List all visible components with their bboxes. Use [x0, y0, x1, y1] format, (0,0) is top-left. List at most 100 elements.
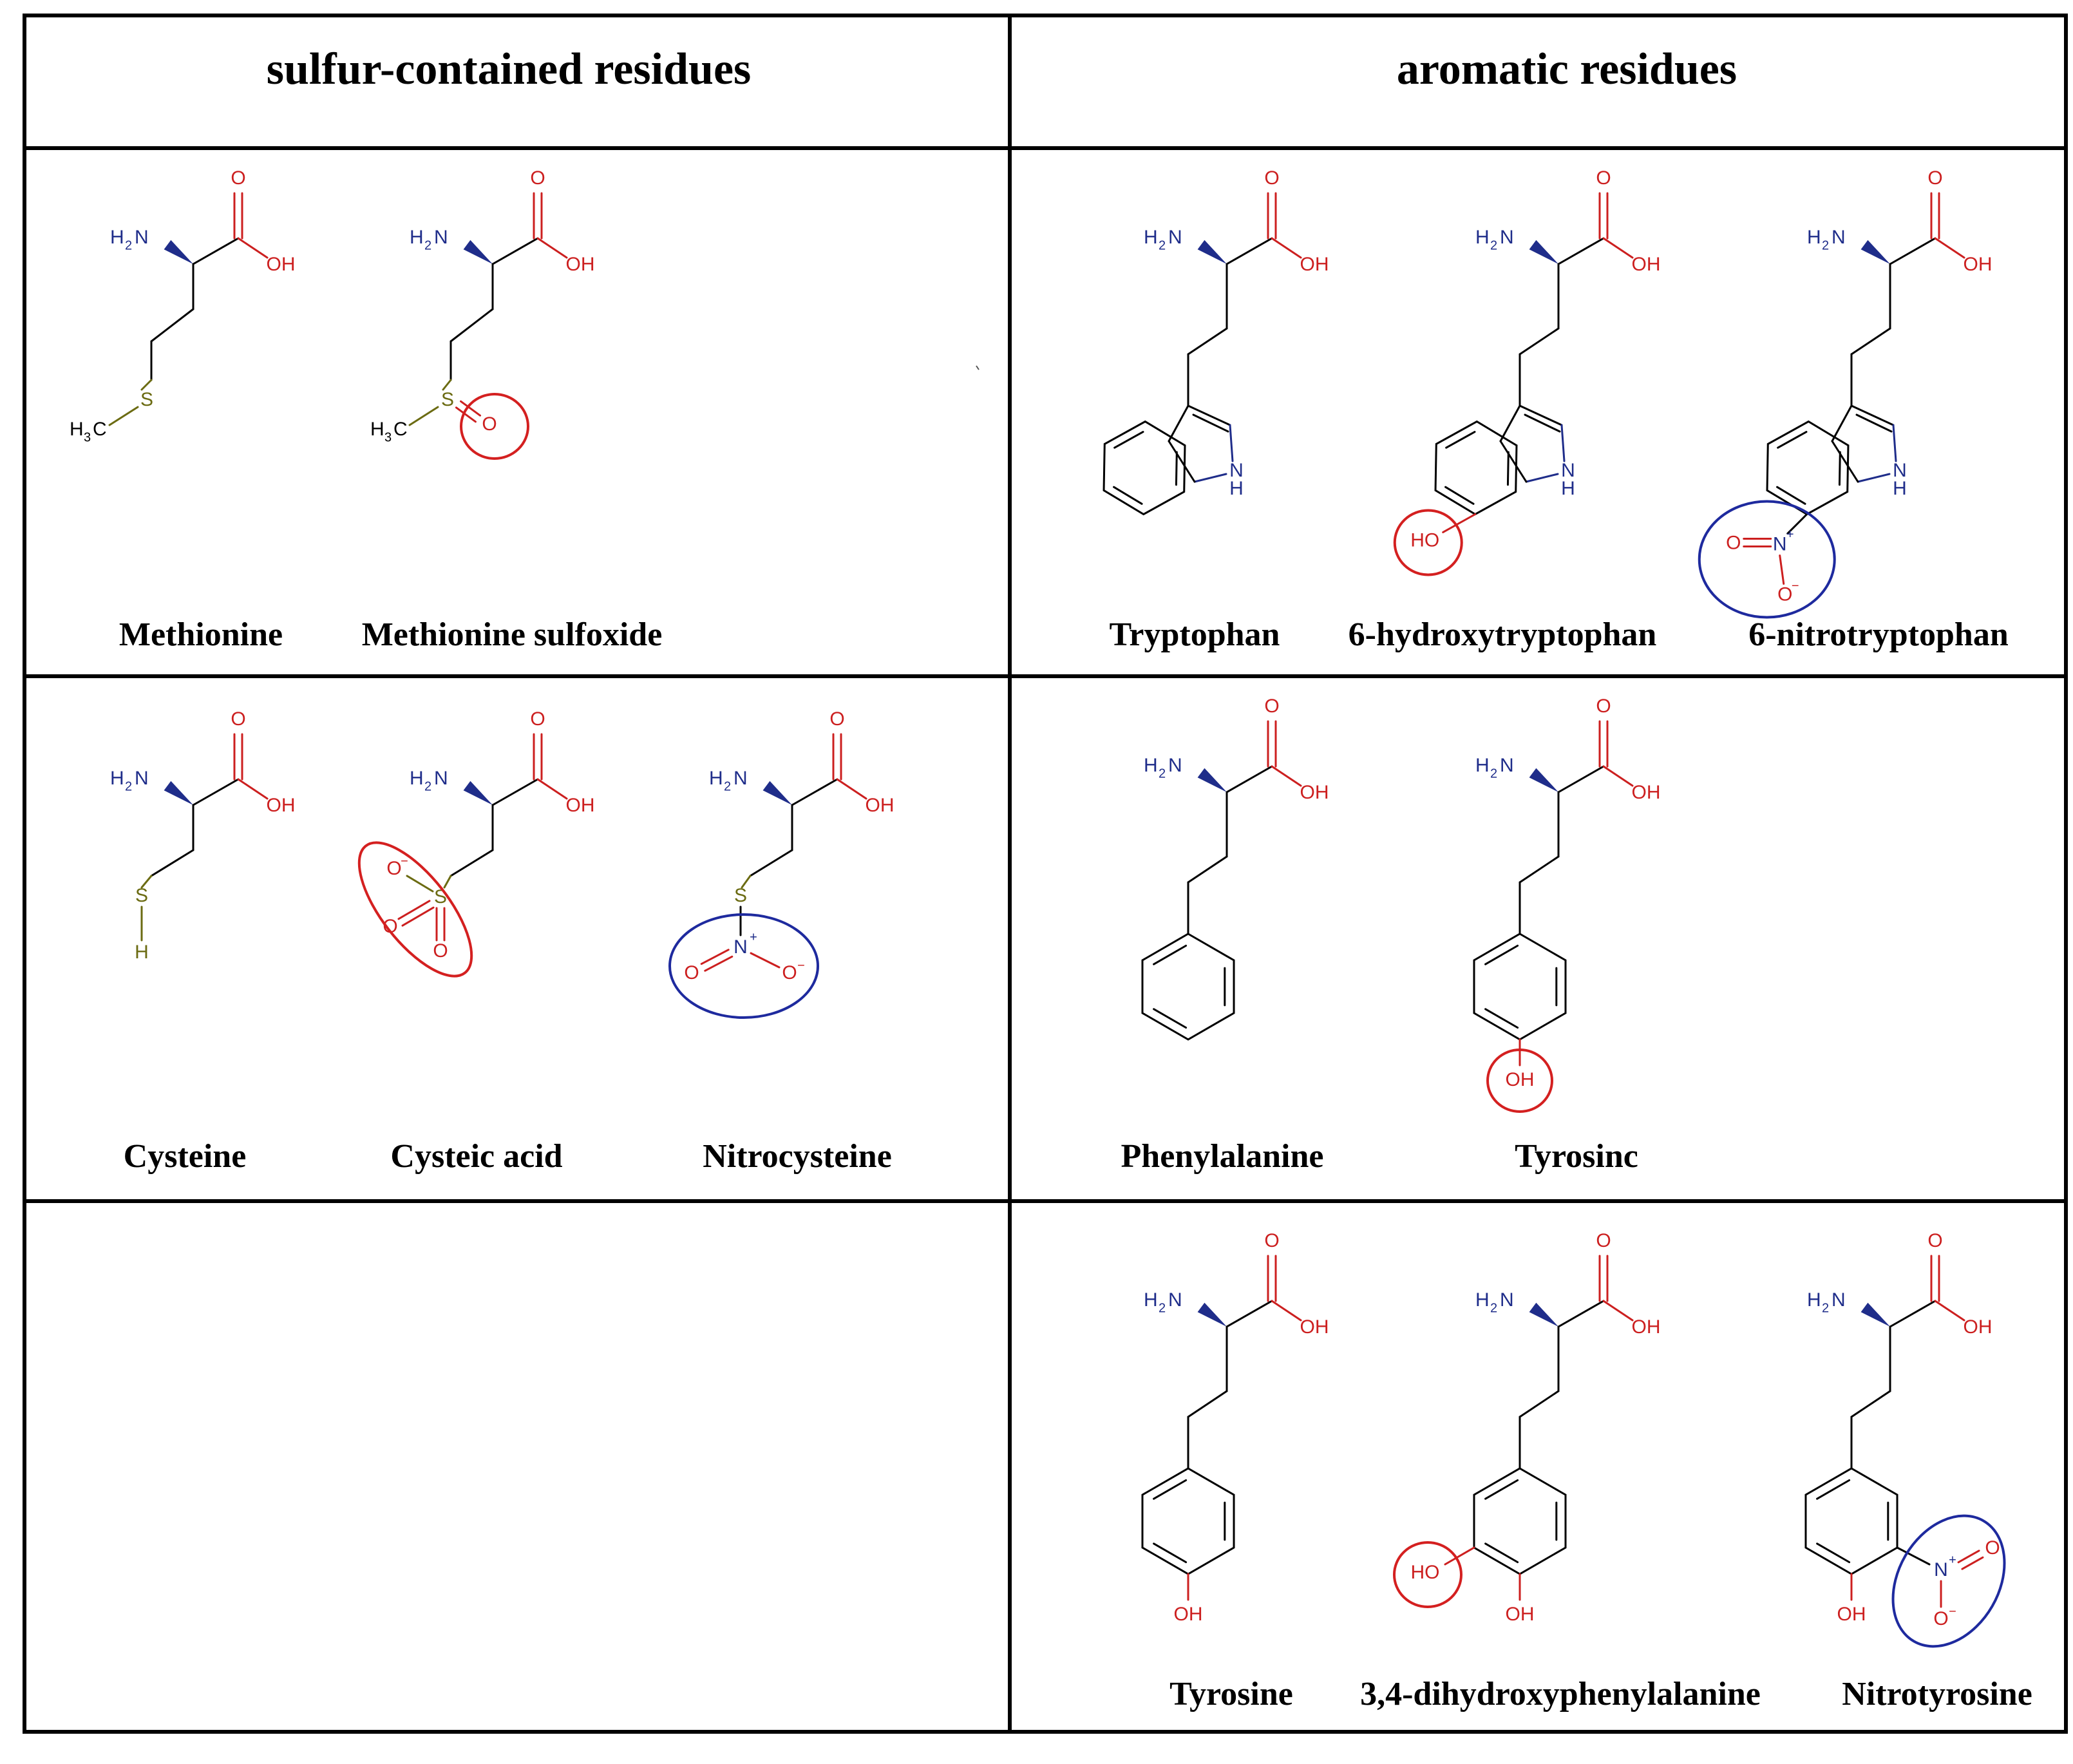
bond — [1519, 1390, 1560, 1418]
carbonyl-oxygen: O — [1596, 696, 1611, 717]
nitro-double-bond — [1961, 1556, 1984, 1570]
charge-minus: − — [1949, 1604, 1956, 1618]
name-cysteine: Cysteine — [124, 1138, 247, 1175]
amine-label: H — [1807, 227, 1821, 248]
name-methionine-sulfoxide: Methionine sulfoxide — [362, 616, 663, 653]
carbonyl-oxygen: O — [1596, 1230, 1611, 1251]
amine-label: H — [1475, 755, 1490, 776]
stereo-wedge-bond — [1197, 1302, 1227, 1327]
nitro-double-bond — [700, 949, 730, 965]
hydroxyl-bond — [1271, 1300, 1302, 1322]
amine-subscript: 2 — [1159, 1301, 1166, 1315]
amine-label: H — [1807, 1289, 1821, 1311]
hydroxyl-bond — [536, 778, 568, 800]
methyl-label: C — [93, 419, 107, 440]
amine-label: N — [1500, 755, 1514, 776]
aromatic-bond — [1777, 431, 1808, 449]
name-6-hydroxytryptophan: 6-hydroxytryptophan — [1349, 616, 1657, 653]
hydroxyl-label: OH — [1506, 1604, 1535, 1625]
bond — [1831, 404, 1853, 442]
charge-minus: − — [797, 958, 805, 972]
aromatic-bond — [1153, 944, 1188, 965]
hydroxyl-bond — [1602, 765, 1634, 787]
amine-label: N — [734, 768, 748, 789]
hydroxyl-highlight — [1486, 1048, 1553, 1113]
nitro-oxygen: O — [1726, 532, 1741, 553]
nitro-double-bond — [1957, 1550, 1980, 1564]
indole-h: H — [1893, 478, 1907, 499]
bond — [1187, 1390, 1228, 1418]
sulfonate-bond — [443, 875, 452, 889]
thioether-bond — [408, 406, 439, 426]
header-sulfur-residues: sulfur-contained residues — [267, 44, 752, 94]
ring-bond — [1229, 424, 1234, 462]
thioether-bond — [140, 379, 153, 391]
bond — [1499, 404, 1521, 442]
sulfur-atom: S — [441, 389, 454, 410]
thionitro-bond — [741, 875, 752, 889]
carboxyl-oh: OH — [1300, 254, 1329, 275]
ring-bond — [1525, 473, 1559, 483]
indole-benzene-ring — [1103, 420, 1186, 516]
sulfoxide-bond — [460, 400, 482, 417]
stereo-wedge-bond — [1860, 240, 1890, 264]
amine-subscript: 2 — [125, 238, 132, 252]
bond — [1519, 404, 1563, 426]
amine-label: N — [1500, 227, 1514, 248]
sulfonate-oxygen: O — [433, 940, 448, 962]
bond — [150, 308, 194, 343]
aromatic-bond — [1444, 486, 1475, 505]
carbonyl-oxygen: O — [231, 708, 245, 730]
charge-plus: + — [1949, 1553, 1956, 1567]
stereo-wedge-bond — [463, 240, 493, 264]
carboxyl-oh: OH — [1632, 254, 1661, 275]
phenyl-ring — [1141, 933, 1235, 1041]
sulfonate-bond — [406, 875, 434, 893]
amine-subscript: 2 — [424, 779, 431, 793]
carbonyl-oxygen: O — [829, 708, 844, 730]
bond — [1187, 327, 1228, 356]
nitro-bond — [1896, 1546, 1931, 1566]
nitro-highlight — [668, 913, 819, 1019]
hydroxyl-bond — [1271, 237, 1302, 259]
carbonyl-oxygen: O — [1596, 167, 1611, 189]
hydroxyl-bond — [536, 237, 568, 259]
bond — [1499, 440, 1528, 483]
table-border — [23, 14, 2068, 1734]
sulfur-atom: S — [135, 885, 148, 906]
stereo-wedge-bond — [1529, 240, 1558, 264]
bond — [1226, 237, 1273, 265]
nitro-oxygen: O — [684, 962, 699, 983]
nitro-oxygen: O — [1985, 1537, 2000, 1559]
nitro-single-bond — [750, 952, 781, 969]
ring-bond — [1193, 473, 1227, 483]
sulfoxide-bond — [455, 406, 477, 423]
bond — [150, 849, 194, 877]
indole-h: H — [1229, 478, 1244, 499]
aromatic-bond — [1113, 486, 1143, 505]
hydroxyl-label: HO — [1410, 529, 1439, 551]
nitro-nitrogen: N — [1934, 1559, 1948, 1580]
nitro-single-bond — [1779, 554, 1785, 585]
bond — [1168, 404, 1189, 442]
amine-subscript: 2 — [125, 779, 132, 793]
amine-subscript: 2 — [424, 238, 431, 252]
hydroxyl-label: HO — [1410, 1562, 1439, 1583]
indole-h: H — [1561, 478, 1575, 499]
stereo-wedge-bond — [1529, 1302, 1558, 1327]
carbonyl-oxygen: O — [231, 167, 245, 189]
amine-label: N — [1168, 227, 1182, 248]
name-3-4-dihydroxyphenylalanine: 3,4-dihydroxyphenylalanine — [1360, 1676, 1761, 1712]
aromatic-bond — [1445, 431, 1476, 449]
carboxyl-oh: OH — [1632, 1316, 1661, 1338]
amine-label: N — [434, 227, 448, 248]
bond — [192, 237, 240, 265]
sulfonate-oxygen: O — [386, 858, 401, 879]
amine-subscript: 2 — [724, 779, 731, 793]
bond — [491, 778, 539, 806]
hydroxyl-bond — [1442, 513, 1477, 533]
